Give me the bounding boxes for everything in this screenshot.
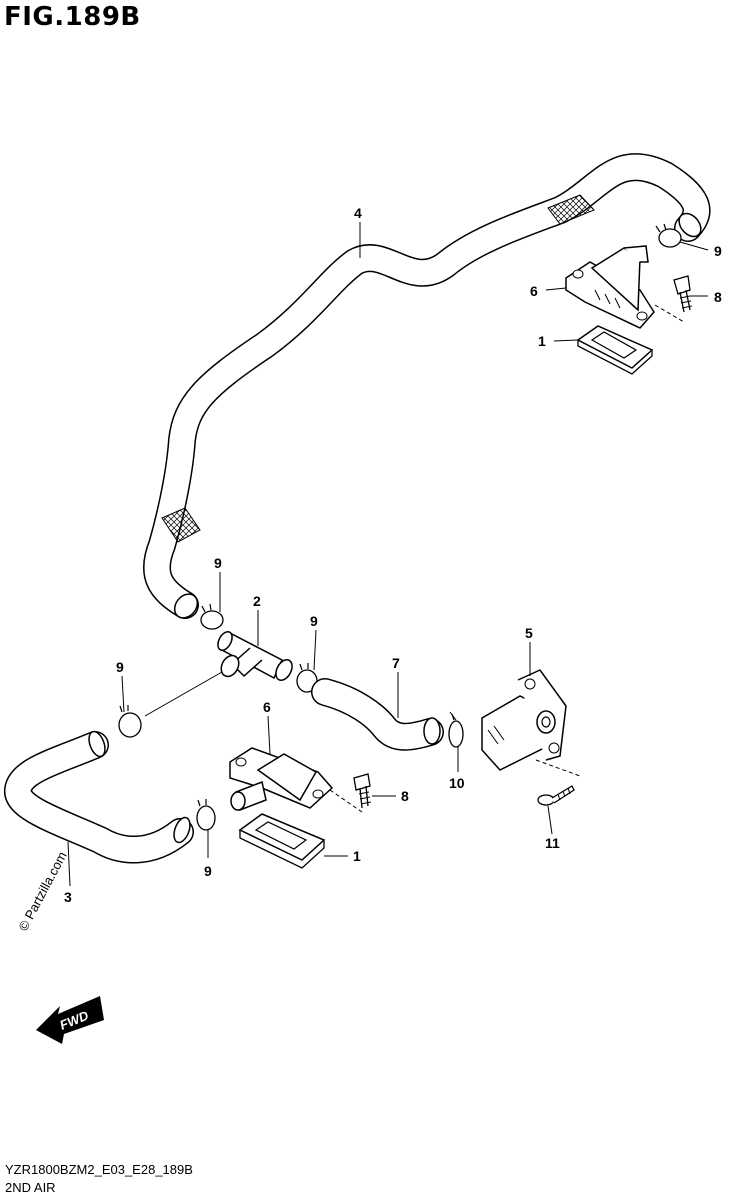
- left-clamp: [118, 671, 223, 738]
- model-code: YZR1800BZM2_E03_E28_189B: [5, 1162, 193, 1177]
- lower-reed-valve: [229, 747, 334, 812]
- upper-hose: [143, 153, 711, 619]
- lower-clamp: [196, 799, 216, 831]
- callout-joint: 2: [253, 593, 261, 609]
- lower-hose: [4, 730, 194, 864]
- callout-upper-reed-valve: 6: [530, 283, 538, 299]
- callout-lower-gasket: 1: [353, 848, 361, 864]
- valve-clamp: [448, 713, 464, 748]
- middle-hose: [311, 678, 444, 751]
- watermark: © Partzilla.com: [15, 849, 69, 933]
- upper-clamp: [655, 223, 682, 248]
- forward-direction-marker: FWD: [36, 996, 104, 1044]
- leader-lines: [67, 222, 709, 887]
- callout-lower-hose: 3: [64, 889, 72, 905]
- solenoid-valve: [481, 669, 581, 777]
- section-name: 2ND AIR: [5, 1180, 56, 1195]
- callout-valve-clamp: 10: [449, 775, 465, 791]
- lower-bolt: [329, 773, 372, 813]
- callout-lower-clamp: 9: [204, 863, 212, 879]
- callout-mid-left-clamp: 9: [214, 555, 222, 571]
- callout-solenoid-valve: 5: [525, 625, 533, 641]
- figure-title: FIG.189B: [4, 2, 141, 32]
- mid-left-clamp: [200, 603, 224, 630]
- callout-lower-reed-valve: 6: [263, 699, 271, 715]
- callout-upper-clamp: 9: [714, 243, 722, 259]
- callout-lower-bolt: 8: [401, 788, 409, 804]
- screw: [537, 785, 575, 806]
- joint: [217, 630, 293, 682]
- callout-upper-bolt: 8: [714, 289, 722, 305]
- upper-gasket: [576, 325, 654, 375]
- callout-left-clamp: 9: [116, 659, 124, 675]
- callout-middle-hose: 7: [392, 655, 400, 671]
- callout-mid-right-clamp: 9: [310, 613, 318, 629]
- upper-reed-valve: [565, 245, 655, 329]
- lower-gasket: [238, 813, 326, 869]
- callout-upper-gasket: 1: [538, 333, 546, 349]
- upper-bolt: [654, 275, 693, 323]
- callout-screw: 11: [545, 835, 560, 851]
- callout-upper-hose: 4: [354, 205, 362, 221]
